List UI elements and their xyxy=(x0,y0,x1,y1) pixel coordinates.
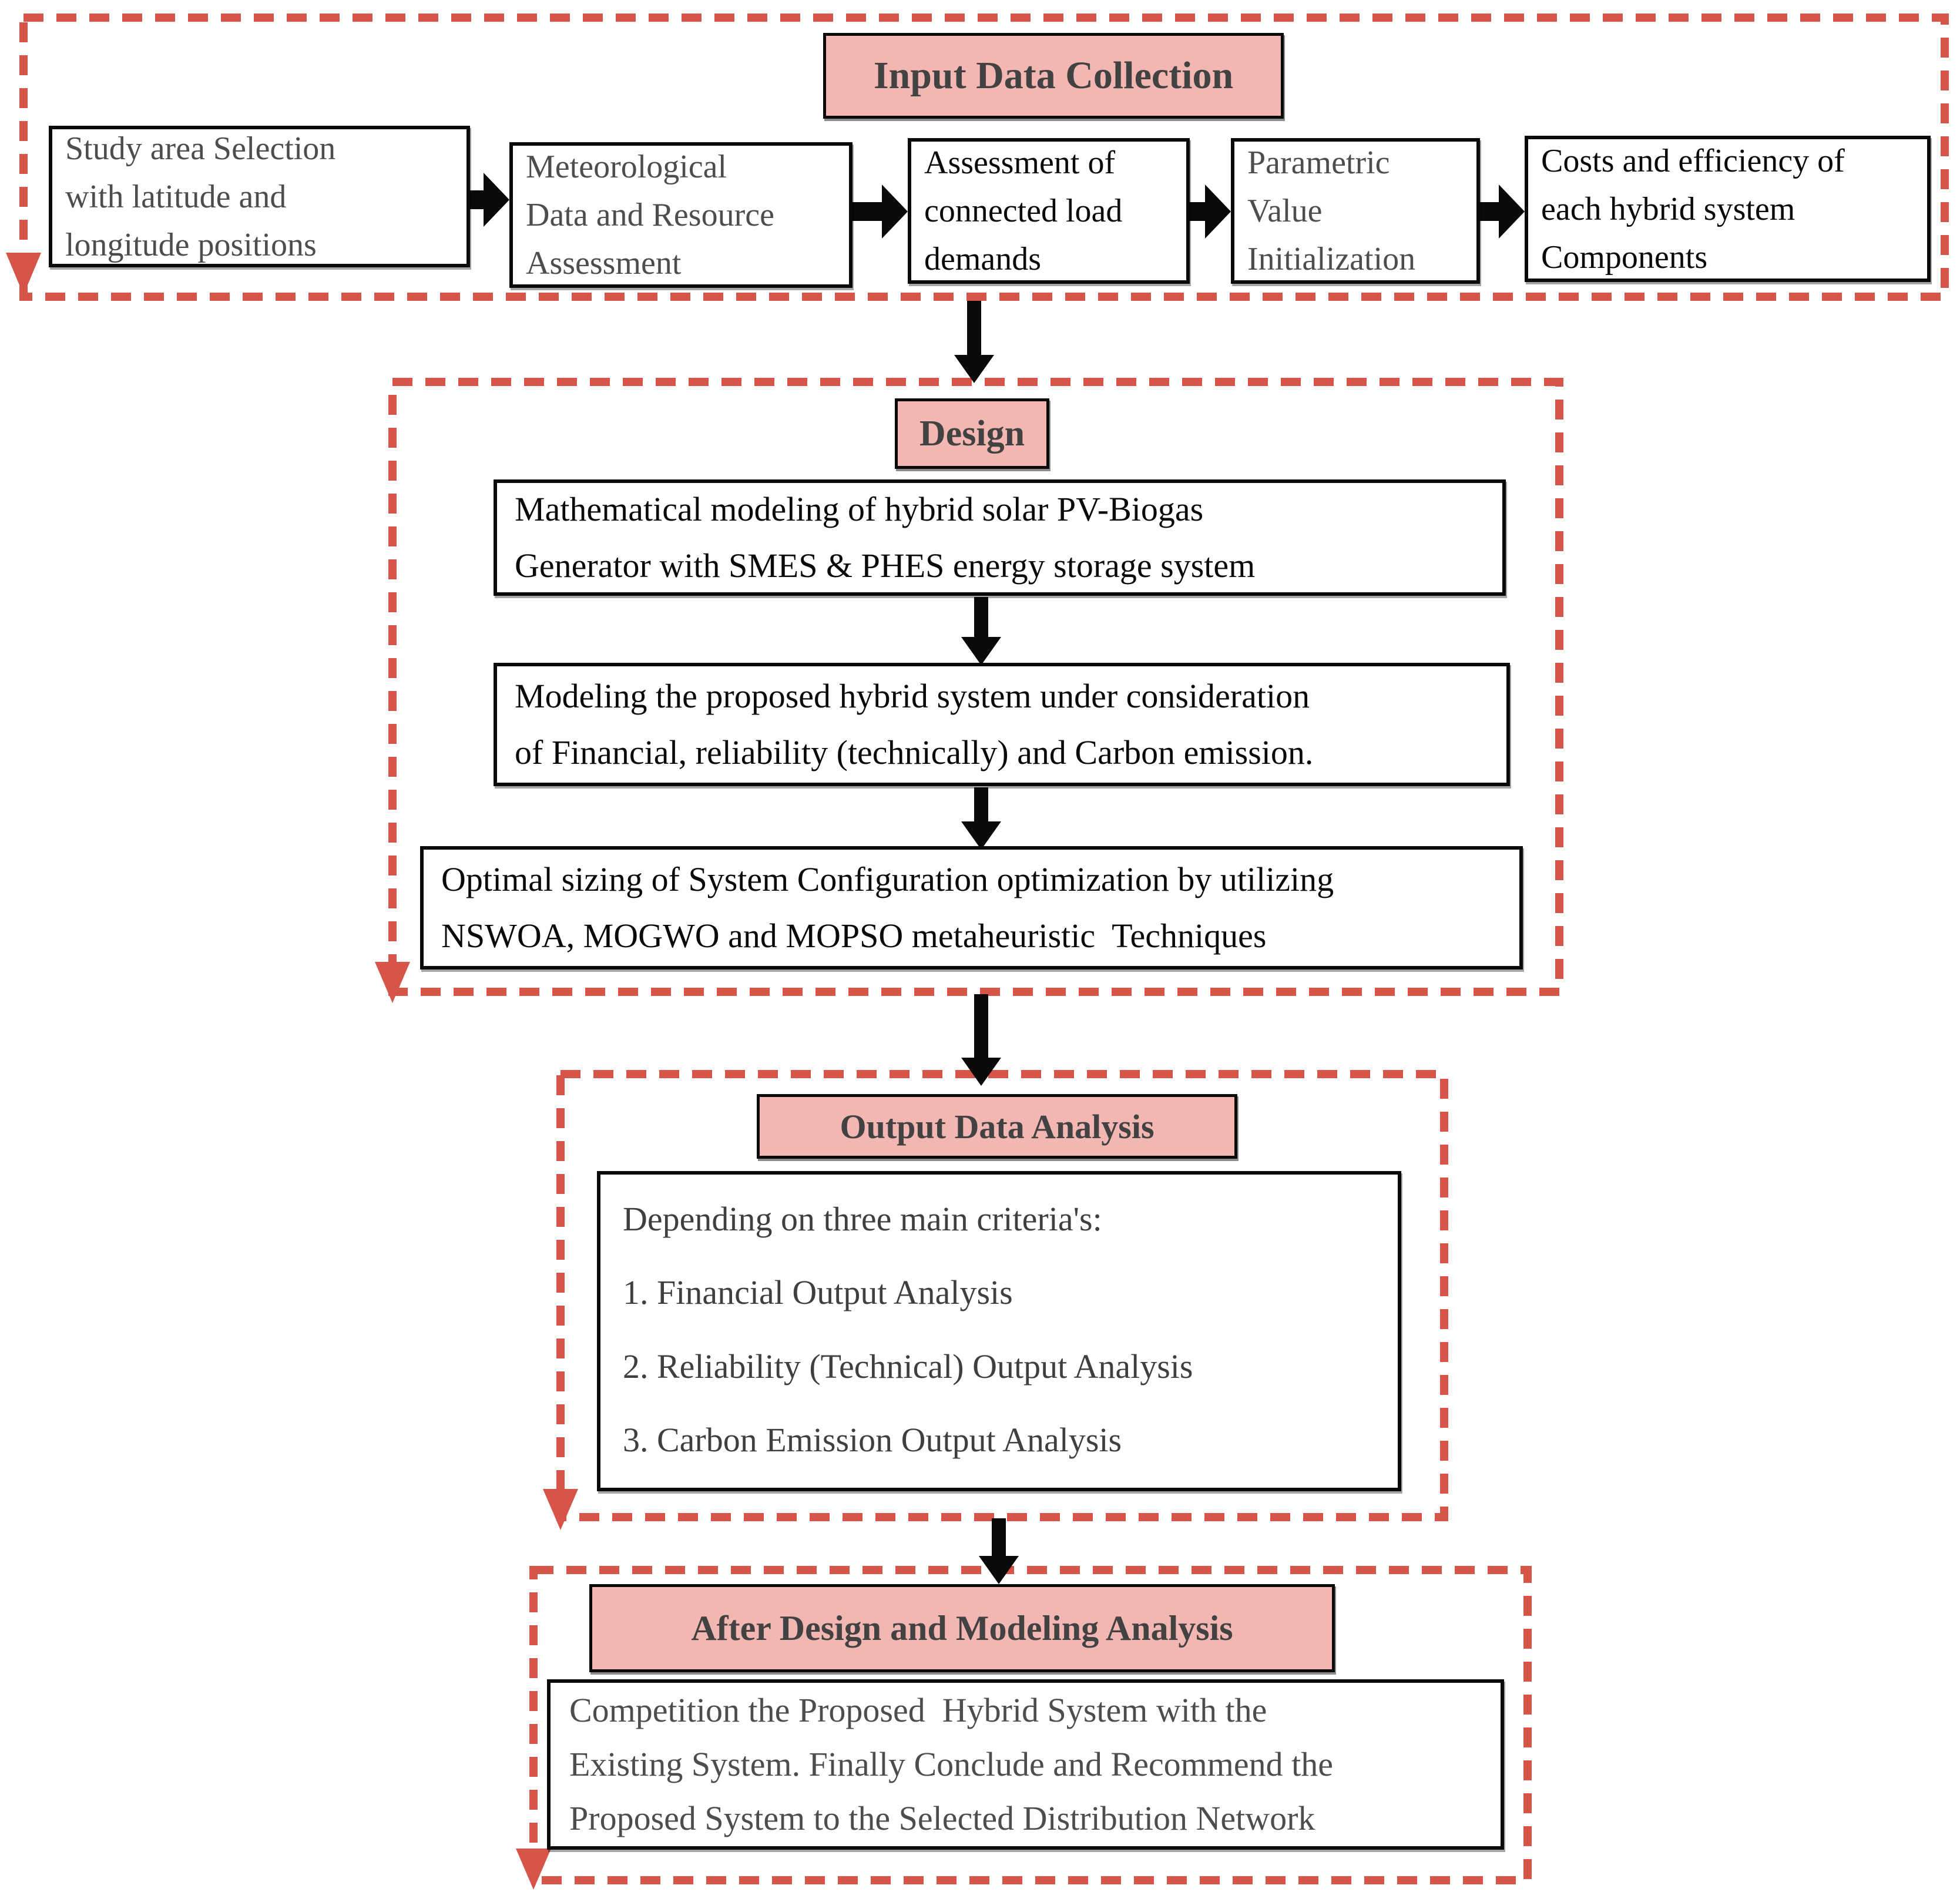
arrow-right-step2-icon xyxy=(853,184,908,239)
input-step-costs-box: Costs and efficiency of each hybrid syst… xyxy=(1525,136,1931,282)
input-step-parametric-box: Parametric Value Initialization xyxy=(1231,138,1480,284)
arrow-down-design-to-output-icon xyxy=(961,994,1001,1086)
arrow-down-design-step2-icon xyxy=(961,787,1001,850)
output-criteria-box: Depending on three main criteria's: 1. F… xyxy=(597,1171,1401,1491)
arrow-down-output-to-after-icon xyxy=(979,1518,1019,1584)
design-step-label: Modeling the proposed hybrid system unde… xyxy=(515,677,1314,771)
design-frame-arrowhead-icon xyxy=(375,962,410,1003)
design-step-system-modeling-box: Modeling the proposed hybrid system unde… xyxy=(494,663,1510,786)
after-conclusion-box: Competition the Proposed Hybrid System w… xyxy=(547,1679,1504,1850)
output-frame-arrowhead-icon xyxy=(543,1489,578,1530)
output-section-title: Output Data Analysis xyxy=(840,1107,1154,1146)
arrow-right-step3-icon xyxy=(1190,184,1231,239)
design-step-label: Optimal sizing of System Configuration o… xyxy=(441,860,1334,955)
design-step-optimal-sizing-box: Optimal sizing of System Configuration o… xyxy=(420,846,1523,970)
input-step-meteorological-box: Meteorological Data and Resource Assessm… xyxy=(509,142,853,288)
arrow-right-step4-icon xyxy=(1480,184,1525,239)
arrow-down-input-to-design-icon xyxy=(954,301,994,383)
after-conclusion-text: Competition the Proposed Hybrid System w… xyxy=(569,1691,1334,1837)
output-criteria-item: 1. Financial Output Analysis xyxy=(623,1273,1013,1312)
input-section-header: Input Data Collection xyxy=(823,33,1284,119)
arrow-down-design-step1-icon xyxy=(961,597,1001,665)
design-section-title: Design xyxy=(919,413,1025,454)
design-step-label: Mathematical modeling of hybrid solar PV… xyxy=(515,490,1256,585)
input-frame-arrowhead-icon xyxy=(6,253,41,295)
output-section-dashed-frame xyxy=(556,1070,1448,1521)
input-step-label: Study area Selection with latitude and l… xyxy=(65,130,336,263)
output-criteria-intro: Depending on three main criteria's: xyxy=(623,1200,1102,1238)
input-step-study-area-box: Study area Selection with latitude and l… xyxy=(49,126,470,267)
after-frame-arrowhead-icon xyxy=(516,1849,551,1890)
input-step-label: Parametric Value Initialization xyxy=(1247,145,1416,277)
after-section-header: After Design and Modeling Analysis xyxy=(589,1584,1335,1672)
input-step-label: Meteorological Data and Resource Assessm… xyxy=(526,149,774,281)
input-step-label: Costs and efficiency of each hybrid syst… xyxy=(1541,142,1845,276)
after-section-dashed-frame xyxy=(529,1566,1532,1884)
output-criteria-item: 3. Carbon Emission Output Analysis xyxy=(623,1420,1122,1459)
arrow-right-step1-icon xyxy=(470,173,509,227)
input-section-dashed-frame xyxy=(19,14,1949,301)
design-step-mathematical-modeling-box: Mathematical modeling of hybrid solar PV… xyxy=(494,479,1506,596)
output-criteria-item: 2. Reliability (Technical) Output Analys… xyxy=(623,1347,1193,1386)
input-step-load-assessment-box: Assessment of connected load demands xyxy=(908,138,1190,284)
output-section-header: Output Data Analysis xyxy=(757,1094,1237,1159)
after-section-title: After Design and Modeling Analysis xyxy=(691,1608,1233,1648)
input-step-label: Assessment of connected load demands xyxy=(924,145,1123,277)
design-section-header: Design xyxy=(895,398,1049,469)
input-section-title: Input Data Collection xyxy=(873,54,1234,97)
